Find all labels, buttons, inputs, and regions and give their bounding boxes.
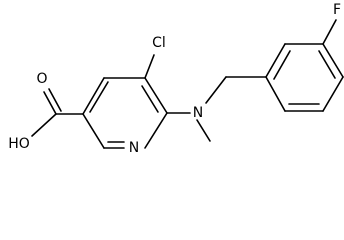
bond-benzene-3 [322, 43, 344, 78]
bond-ring-1 [82, 77, 105, 115]
bond-c-f [322, 19, 337, 45]
atom-amine-nitrogen-label: N [193, 105, 203, 121]
atom-fluorine-label: F [333, 2, 341, 18]
bond-ring-3 [144, 77, 168, 114]
bond-n-benzyl [205, 76, 227, 104]
structure-canvas: HO O N N Cl F [8, 2, 344, 155]
bond-c-o-carbonyl-double [48, 88, 62, 112]
atom-pyridine-nitrogen-label: N [129, 140, 139, 155]
atom-ho-label: HO [8, 136, 30, 152]
bond-c-o-carbonyl [43, 91, 57, 115]
atom-chlorine-label: Cl [152, 35, 166, 51]
bond-ring-6 [82, 113, 105, 149]
bond-benzene-1 [265, 43, 286, 78]
bond-c-oh [31, 113, 57, 137]
bond-benzene-6 [265, 76, 286, 112]
bond-benzene-1-inner [273, 50, 291, 80]
bond-ring-4 [144, 112, 168, 149]
atom-oxygen-label: O [36, 71, 47, 87]
bond-ring-3-inner [141, 85, 159, 113]
chemical-structure-diagram: HO O N N Cl F [8, 2, 344, 155]
bond-n-methyl [196, 119, 211, 142]
bond-ring-1-inner [89, 81, 109, 113]
bond-benzene-3-inner [318, 50, 336, 79]
bond-c-cl [144, 54, 155, 79]
bond-benzene-4 [322, 76, 344, 112]
